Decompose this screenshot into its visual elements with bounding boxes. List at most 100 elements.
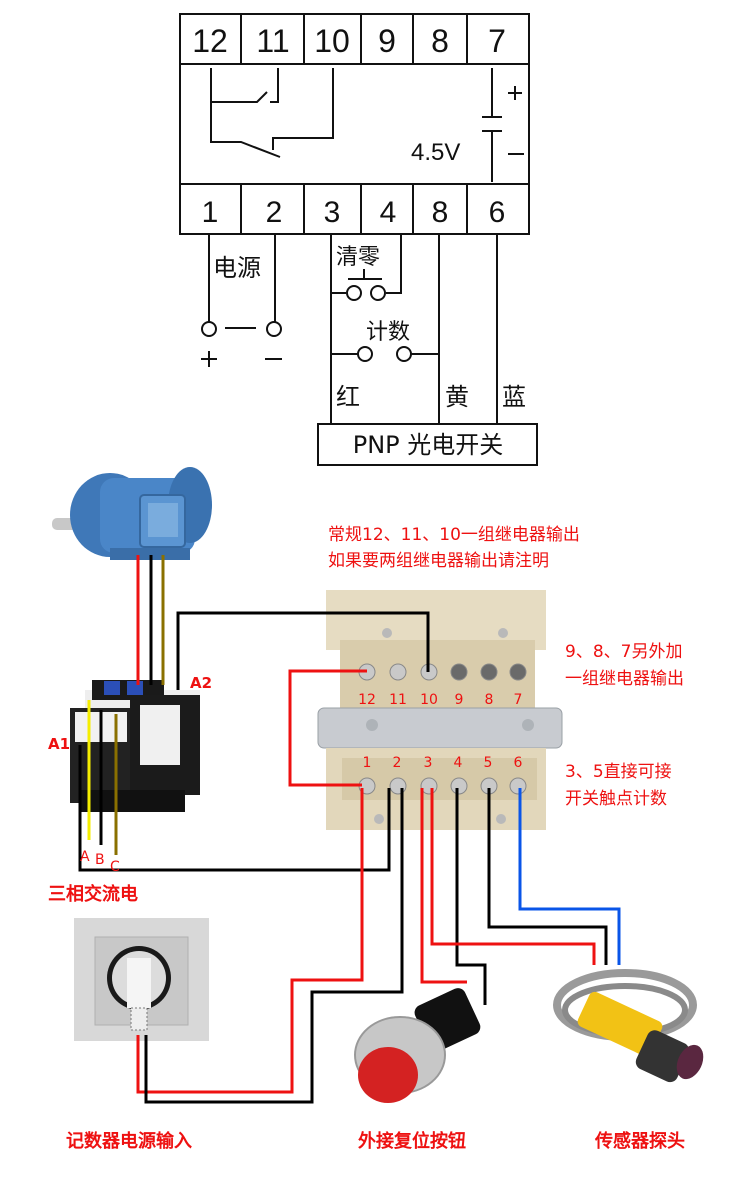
counter-schematic-box [179, 13, 530, 235]
motor-image [52, 467, 212, 560]
wire-red-label: 红 [336, 383, 360, 411]
wire-sensor-black [487, 788, 608, 965]
top-terminal-8: 8 [431, 23, 449, 59]
counter-bottom-number-5: 5 [484, 755, 493, 771]
contactor-base [80, 790, 185, 812]
screw-icon [366, 719, 378, 731]
wires [78, 555, 621, 1104]
note-extra-line1: 9、8、7另外加 [565, 642, 682, 662]
wire-a1-to-terminal-2 [78, 745, 391, 872]
counter-top-number-10: 10 [420, 692, 438, 708]
bottom-terminal-4: 4 [380, 196, 397, 229]
wire-power-red [136, 788, 364, 1094]
counter-device-image [317, 590, 563, 830]
terminal-screw-icon [450, 777, 468, 795]
screw-icon [496, 814, 506, 824]
reset-label: 清零 [336, 245, 380, 270]
wire-sensor-red [430, 788, 596, 965]
counter-top-screws [358, 663, 527, 681]
contactor-a1-label: A1 [48, 735, 70, 753]
caption-reset-button: 外接复位按钮 [358, 1130, 466, 1152]
top-terminal-11: 11 [256, 23, 289, 59]
phase-a-label: A [80, 849, 90, 865]
contactor-label-plate [140, 705, 180, 765]
terminal-screw-icon [389, 663, 407, 681]
annotations: 常规12、11、10一组继电器输出 如果要两组继电器输出请注明 9、8、7另外加… [48, 525, 685, 1152]
terminal-screw-icon [480, 663, 498, 681]
counter-top-number-12: 12 [358, 692, 376, 708]
wire-reset-red [420, 788, 467, 984]
caption-power-input: 记数器电源输入 [66, 1130, 192, 1152]
three-phase-label: 三相交流电 [48, 883, 138, 905]
motor-terminal-cover [148, 503, 178, 537]
sensor-head [635, 1030, 690, 1083]
wire-terminal-12-to-1 [288, 669, 367, 787]
wall-socket-image [74, 918, 209, 1041]
button-cap [358, 1047, 418, 1103]
sensor-lens [676, 1044, 704, 1080]
top-terminal-10: 10 [314, 23, 350, 59]
top-terminal-9: 9 [378, 23, 396, 59]
switch-wiring [330, 234, 498, 424]
wire-blue-label: 蓝 [502, 383, 526, 411]
screw-icon [382, 628, 392, 638]
top-terminal-7: 7 [488, 23, 506, 59]
phase-b-label: B [95, 852, 105, 868]
bottom-terminal-8: 8 [432, 196, 449, 229]
bottom-terminal-2: 2 [266, 196, 283, 229]
pnp-sensor-box [317, 423, 538, 466]
counter-bottom-number-1: 1 [363, 755, 372, 771]
contactor-blue-tab-1 [104, 681, 120, 695]
contactor-blue-tab-2 [127, 681, 143, 695]
pnp-sensor-label: PNP 光电开关 [353, 431, 504, 459]
wire-power-black [144, 788, 404, 1104]
top-terminal-12: 12 [192, 23, 228, 59]
note-direct-line1: 3、5直接可接 [565, 762, 672, 782]
wire-a2-to-terminal-10 [176, 611, 430, 690]
photoelectric-sensor-image [553, 969, 704, 1083]
power-leads [201, 234, 282, 367]
note-relay-line1: 常规12、11、10一组继电器输出 [328, 525, 580, 545]
counter-bottom-number-4: 4 [454, 755, 463, 771]
terminal-screw-icon [389, 777, 407, 795]
terminal-screw-icon [450, 663, 468, 681]
screw-icon [374, 814, 384, 824]
count-label: 计数 [366, 320, 410, 345]
counter-bottom-number-6: 6 [514, 755, 523, 771]
counter-top-number-9: 9 [455, 692, 464, 708]
terminal-screw-icon [509, 777, 527, 795]
counter-top-number-7: 7 [514, 692, 523, 708]
battery-voltage-label: 4.5V [411, 139, 460, 166]
power-label: 电源 [213, 254, 261, 282]
counter-bottom-number-3: 3 [424, 755, 433, 771]
schematic [179, 13, 538, 466]
counter-top-number-8: 8 [485, 692, 494, 708]
motor-base [110, 548, 190, 560]
counter-bottom-terminal-block [342, 758, 537, 800]
phase-c-label: C [110, 859, 120, 875]
bottom-terminal-3: 3 [324, 196, 341, 229]
counter-terminal-numbers: 12 11 10 9 8 7 1 2 3 4 5 6 [358, 692, 522, 771]
note-direct-line2: 开关触点计数 [565, 789, 667, 809]
sensor-yellow-body [577, 991, 663, 1057]
bottom-terminal-6: 6 [489, 196, 506, 229]
relay-contacts [210, 68, 334, 158]
note-extra-line2: 一组继电器输出 [565, 669, 684, 689]
caption-sensor: 传感器探头 [594, 1130, 685, 1152]
battery-symbol [482, 68, 524, 182]
counter-bottom-number-2: 2 [393, 755, 402, 771]
wire-reset-black [455, 788, 487, 1005]
plug [127, 958, 151, 1008]
contactor-a2-label: A2 [190, 674, 212, 692]
reset-button-image [354, 988, 481, 1103]
bottom-terminal-1: 1 [202, 196, 219, 229]
note-relay-line2: 如果要两组继电器输出请注明 [328, 551, 549, 571]
wire-yellow-label: 黄 [445, 383, 469, 411]
schematic-labels: 12 11 10 9 8 7 1 2 3 4 8 6 4.5V 电源 清零 计数… [192, 23, 526, 459]
counter-top-number-11: 11 [389, 692, 407, 708]
screw-icon [498, 628, 508, 638]
plug-cable-strain [130, 1007, 148, 1031]
terminal-screw-icon [509, 663, 527, 681]
screw-icon [522, 719, 534, 731]
